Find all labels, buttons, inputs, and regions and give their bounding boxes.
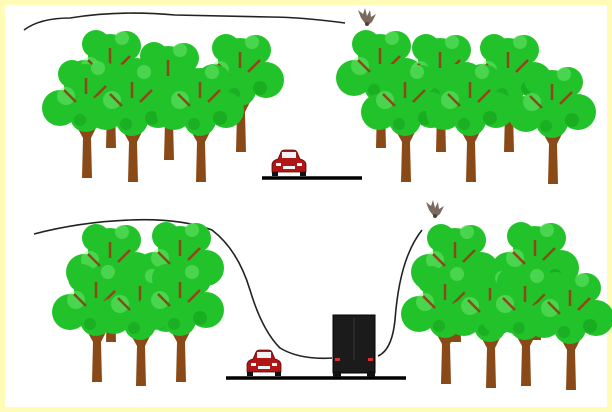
tree-group-left [52,222,224,386]
tree-group-right [401,222,612,390]
truck-icon [333,315,375,377]
bat-flight-path [378,230,422,356]
bottom-scene [34,200,612,390]
car-icon [247,350,281,376]
bat-icon [426,200,444,218]
car-icon [272,150,306,176]
tree-group-left [42,30,284,182]
tree-group-right [336,30,596,184]
top-scene [24,8,596,184]
bat-flight-path [24,13,345,30]
bat-icon [358,8,376,26]
